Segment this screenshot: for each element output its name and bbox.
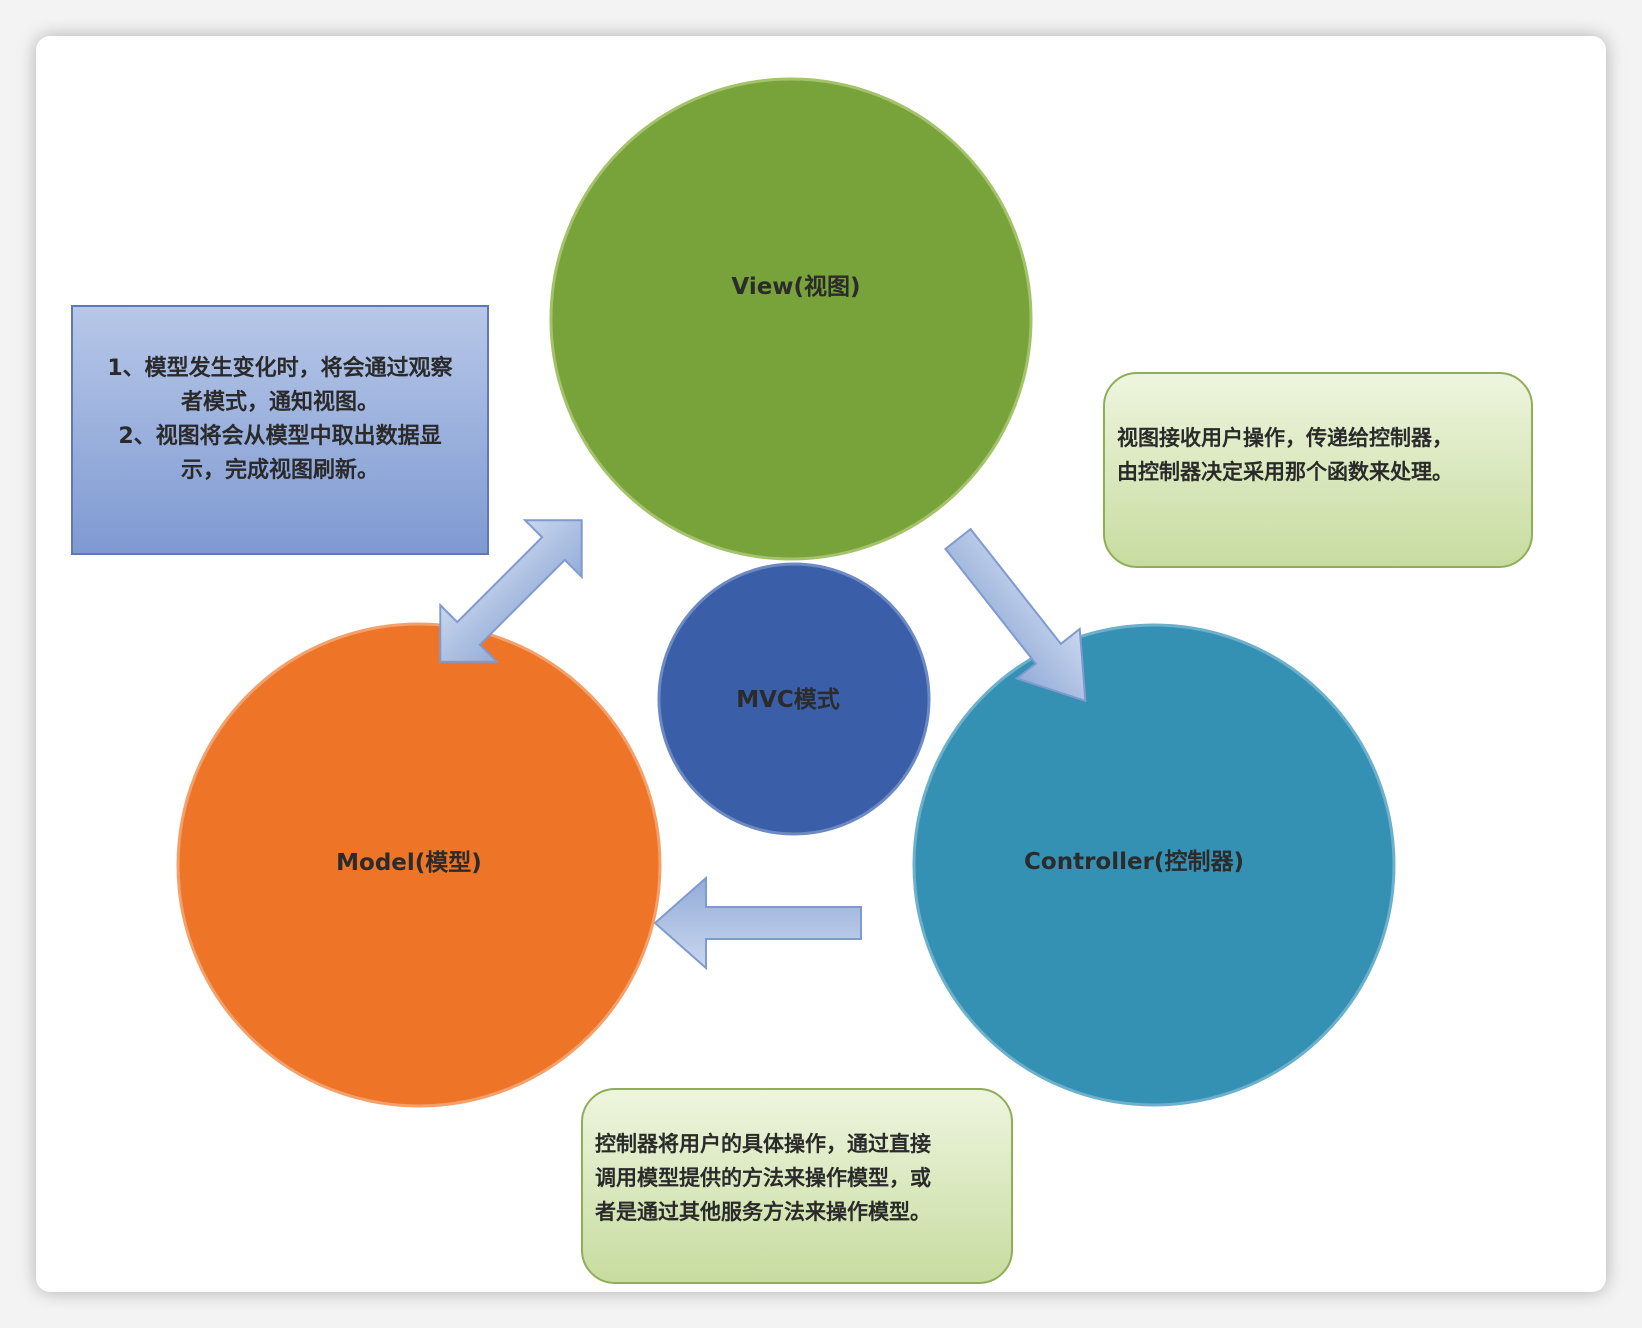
arrow-controller-to-model — [653, 875, 862, 971]
model-view-note: 1、模型发生变化时，将会通过观察 者模式，通知视图。 2、视图将会从模型中取出数… — [71, 305, 489, 555]
model-note-line-1: 1、模型发生变化时，将会通过观察 — [107, 356, 453, 381]
arrow-view-to-controller — [944, 527, 1087, 703]
view-controller-note: 视图接收用户操作，传递给控制器， 由控制器决定采用那个函数来处理。 — [1103, 372, 1533, 568]
controller-circle — [912, 623, 1396, 1107]
controller-note-line-2: 调用模型提供的方法来操作模型，或 — [595, 1166, 931, 1190]
controller-label: Controller(控制器) — [1024, 848, 1244, 875]
model-note-line-2: 者模式，通知视图。 — [180, 390, 379, 415]
center-label: MVC模式 — [736, 687, 840, 713]
mvc-diagram: View(视图) MVC模式 Model(模型) Controller(控制器) — [176, 77, 1396, 1108]
model-circle — [176, 622, 662, 1108]
model-note-line-4: 示，完成视图刷新。 — [180, 458, 379, 483]
model-note-line-3: 2、视图将会从模型中取出数据显 — [118, 424, 442, 449]
arrow-model-view-bidirectional — [439, 519, 583, 663]
view-note-line-2: 由控制器决定采用那个函数来处理。 — [1117, 460, 1453, 484]
controller-note-line-1: 控制器将用户的具体操作，通过直接 — [595, 1132, 931, 1156]
controller-note-line-3: 者是通过其他服务方法来操作模型。 — [595, 1200, 931, 1224]
view-label: View(视图) — [731, 273, 860, 300]
diagram-frame: View(视图) MVC模式 Model(模型) Controller(控制器) — [36, 36, 1606, 1292]
model-label: Model(模型) — [336, 850, 482, 876]
center-circle — [657, 562, 931, 836]
controller-model-note: 控制器将用户的具体操作，通过直接 调用模型提供的方法来操作模型，或 者是通过其他… — [581, 1088, 1013, 1284]
view-circle — [549, 77, 1033, 561]
view-note-line-1: 视图接收用户操作，传递给控制器， — [1117, 426, 1453, 450]
